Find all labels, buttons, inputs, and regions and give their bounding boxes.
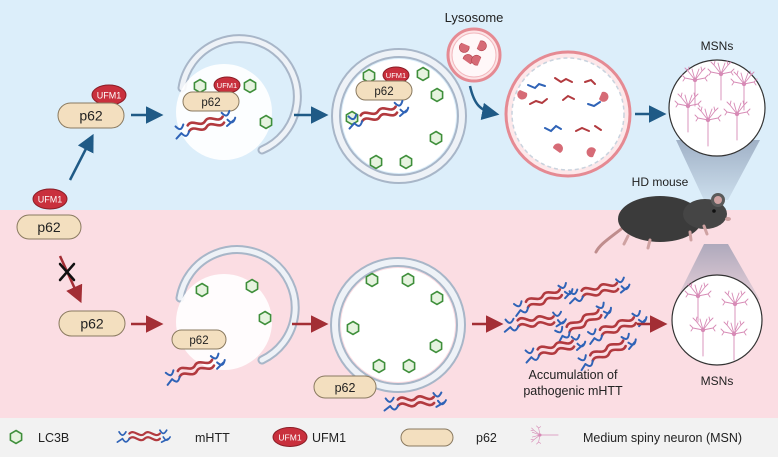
accumulation-label-line2: pathogenic mHTT	[523, 384, 623, 398]
blocked-x-icon	[58, 262, 76, 282]
p62-label: p62	[80, 316, 104, 332]
start-complex: UFM1 p62	[16, 188, 82, 240]
p62-protein	[355, 80, 413, 101]
hd-mouse-label: HD mouse	[632, 175, 689, 189]
legend: LC3B mHTT UFM1 UFM1 p62 Medium spiny neu…	[9, 425, 742, 447]
lysosome-label: Lysosome	[445, 10, 504, 25]
bottom-p62: p62	[58, 310, 126, 337]
ufm1-icon-text: UFM1	[278, 433, 301, 443]
msns-bottom-label: MSNs	[701, 374, 734, 388]
hexagon-icon	[9, 429, 23, 445]
ufm1-label: UFM1	[97, 91, 122, 101]
p62-label: p62	[79, 108, 103, 124]
msns-top-label: MSNs	[701, 39, 734, 53]
autophagosome-bottom	[330, 257, 466, 393]
ufm1-protein	[32, 188, 68, 210]
p62-protein	[182, 91, 240, 112]
legend-p62: p62	[476, 431, 497, 445]
ufm1-icon	[272, 427, 308, 447]
autophagosome-top: UFM1 p62	[331, 48, 467, 184]
p62-protein	[57, 102, 125, 129]
msn-circle-bottom	[671, 274, 763, 366]
p62-protein	[16, 214, 82, 240]
legend-lc3b: LC3B	[38, 431, 69, 445]
zoom-beam-top	[676, 140, 760, 200]
phagophore-top: UFM1 p62	[171, 34, 302, 160]
p62-icon	[400, 428, 454, 447]
arrow-lysosome-fusion	[468, 85, 500, 121]
p62-label: p62	[37, 219, 61, 235]
p62-label: p62	[335, 381, 356, 395]
legend-ufm1: UFM1	[312, 431, 346, 445]
legend-msn: Medium spiny neuron (MSN)	[583, 431, 742, 445]
p62-label: p62	[189, 335, 208, 347]
accumulation-label-line1: Accumulation of	[529, 368, 618, 382]
ufm1-label: UFM1	[217, 81, 237, 90]
arrow-to-bottom-p62	[58, 255, 83, 304]
arrow-to-top-p62	[68, 133, 94, 181]
bottom-p62-outside: p62	[313, 375, 377, 399]
ufm1-label: UFM1	[386, 71, 406, 80]
ufm1-label: UFM1	[38, 195, 63, 205]
lysosome: Lysosome	[445, 10, 504, 83]
autolysosome	[504, 50, 632, 178]
p62-label: p62	[201, 97, 220, 109]
hd-mouse-illustration	[594, 193, 731, 254]
legend-mhtt: mHTT	[195, 431, 230, 445]
p62-label: p62	[374, 86, 393, 98]
msn-circle-top	[668, 59, 766, 157]
bottom-p62-free: p62	[171, 329, 227, 350]
top-p62-complex: UFM1 p62	[57, 84, 127, 129]
